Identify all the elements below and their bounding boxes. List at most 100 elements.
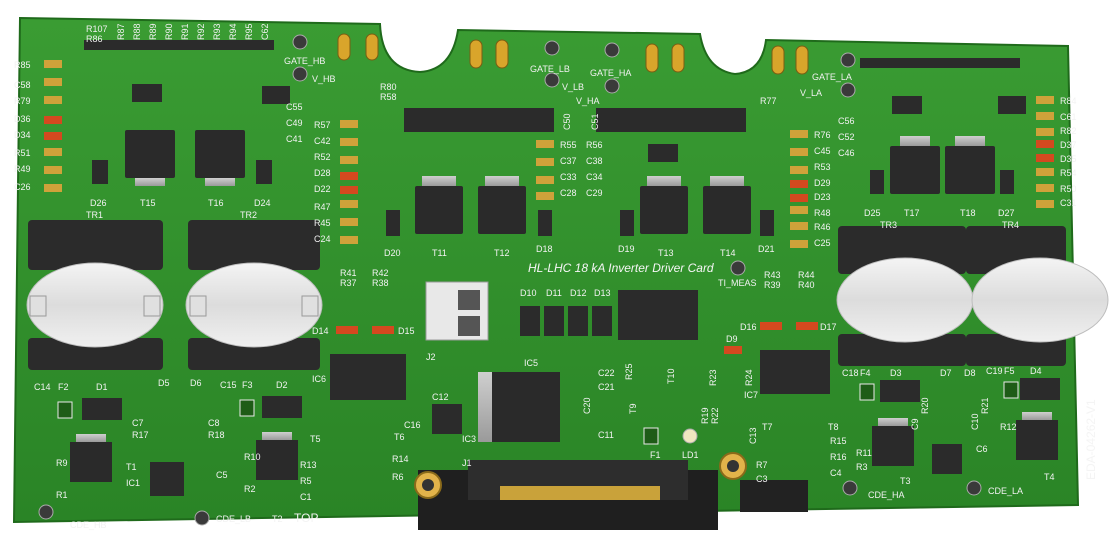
- ref-label: R24: [744, 369, 754, 386]
- ref-label: R89: [148, 23, 158, 40]
- ref-label: C1: [300, 492, 312, 502]
- ref-label: R17: [132, 430, 149, 440]
- ref-label: R84: [1060, 96, 1077, 106]
- ref-label: R23: [708, 369, 718, 386]
- ref-label: T11: [432, 248, 447, 258]
- ref-label: R2: [244, 484, 256, 494]
- ref-label: LD1: [682, 450, 699, 460]
- ref-label: R1: [56, 490, 68, 500]
- gold-pad: [469, 39, 483, 69]
- transistor-t1: [70, 434, 112, 482]
- transistor-t3: [872, 418, 914, 466]
- ref-label: R42: [372, 268, 389, 278]
- gold-pad: [495, 39, 509, 69]
- transistor-t15: [125, 130, 175, 186]
- ref-label: T18: [960, 208, 976, 218]
- ref-label: C10: [970, 413, 980, 430]
- ref-label: C56: [838, 116, 855, 126]
- ref-label: D36: [14, 114, 31, 124]
- ref-label: D19: [618, 244, 635, 254]
- net-label: GATE_LA: [812, 72, 852, 82]
- ref-label: R43: [764, 270, 781, 280]
- ref-label: R6: [392, 472, 404, 482]
- ref-label: R52: [314, 152, 331, 162]
- ref-label: T1: [126, 462, 137, 472]
- testpoint-cde-ha: [842, 480, 858, 496]
- ref-label: C51: [590, 113, 600, 130]
- gold-pad: [795, 45, 809, 75]
- ref-label: R16: [830, 452, 847, 462]
- ref-label: C26: [14, 182, 31, 192]
- ref-label: R80: [380, 82, 397, 92]
- ref-label: T10: [666, 368, 676, 384]
- ref-label: F1: [650, 450, 661, 460]
- ref-label: D12: [570, 288, 587, 298]
- ref-label: C5: [216, 470, 228, 480]
- testpoint-ti-meas: [730, 260, 746, 276]
- transistor-t12: [478, 176, 526, 234]
- ref-label: R94: [228, 23, 238, 40]
- testpoint-cde-lb: [194, 510, 210, 526]
- net-label: V_LA: [800, 88, 822, 98]
- transformer-tr2: [185, 220, 323, 370]
- testpoint-cde-la: [966, 480, 982, 496]
- testpoint-gate-lb: [544, 40, 560, 56]
- ref-label: C21: [598, 382, 615, 392]
- ref-label: IC3: [462, 434, 476, 444]
- ref-label: F5: [1004, 366, 1015, 376]
- ref-label: D18: [536, 244, 553, 254]
- ref-label: C58: [14, 80, 31, 90]
- ref-label: D13: [594, 288, 611, 298]
- ref-label: T3: [900, 476, 911, 486]
- ref-label: D5: [158, 378, 170, 388]
- ref-label: R13: [300, 460, 317, 470]
- ref-label: C52: [838, 132, 855, 142]
- ref-label: C42: [314, 136, 331, 146]
- ref-label: R12: [1000, 422, 1017, 432]
- transistor-t2: [256, 432, 298, 480]
- ref-label: C7: [132, 418, 144, 428]
- ref-label: D17: [820, 322, 837, 332]
- board-side-label: TOP: [294, 511, 318, 525]
- ref-label: D24: [254, 198, 271, 208]
- net-label: V_LB: [562, 82, 584, 92]
- ref-label: C9: [910, 418, 920, 430]
- ref-label: C55: [286, 102, 303, 112]
- ref-label: C20: [582, 397, 592, 414]
- ref-label: D2: [276, 380, 288, 390]
- gold-pad: [671, 43, 685, 73]
- ref-label: C28: [560, 188, 577, 198]
- ref-label: T16: [208, 198, 224, 208]
- transformer-tr4: [966, 226, 1109, 366]
- net-label: GATE_HB: [284, 56, 325, 66]
- ic-ic7: [760, 350, 830, 394]
- ref-label: C8: [208, 418, 220, 428]
- ref-label: R88: [132, 23, 142, 40]
- ref-label: IC7: [744, 390, 758, 400]
- ref-label: C13: [748, 427, 758, 444]
- diode-d3: [880, 380, 920, 402]
- ref-label: T4: [1044, 472, 1055, 482]
- ref-label: R41: [340, 268, 357, 278]
- net-label: GATE_HA: [590, 68, 631, 78]
- ref-label: C25: [814, 238, 831, 248]
- ic-ic1: [150, 462, 184, 496]
- ref-label: R90: [164, 23, 174, 40]
- ref-label: R77: [760, 96, 777, 106]
- ref-label: R50: [1060, 184, 1077, 194]
- testpoint-gate-la: [840, 52, 856, 68]
- ref-label: TR2: [240, 210, 257, 220]
- ref-label: R49: [14, 164, 31, 174]
- ref-label: R53: [814, 162, 831, 172]
- testpoint-v-la: [840, 82, 856, 98]
- transistor-t11: [415, 176, 463, 234]
- net-label: GATE_LB: [530, 64, 570, 74]
- ref-label: C3: [756, 474, 768, 484]
- ref-label: IC6: [312, 374, 326, 384]
- ref-label: C14: [34, 382, 51, 392]
- diode-d11: [544, 306, 564, 336]
- ref-label: R93: [212, 23, 222, 40]
- ref-label: T5: [310, 434, 321, 444]
- ref-label: C19: [986, 366, 1003, 376]
- ref-label: TR3: [880, 220, 897, 230]
